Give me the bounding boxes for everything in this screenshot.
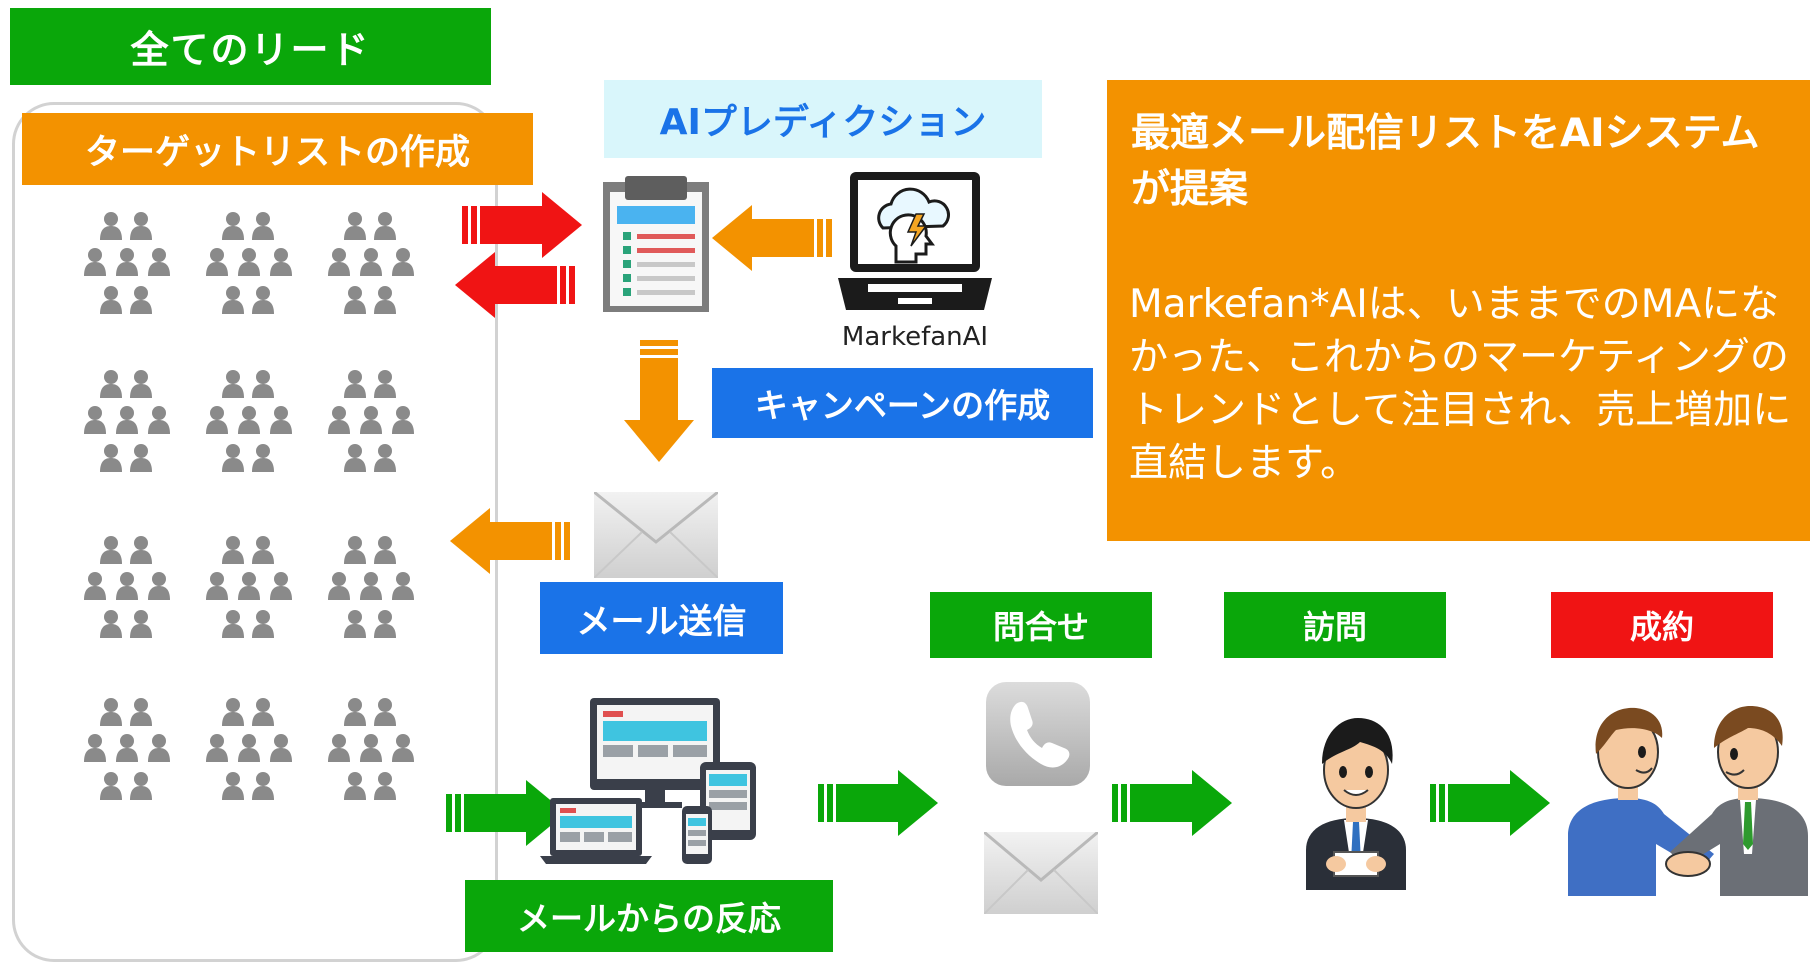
devices-icon (540, 698, 756, 864)
phone-icon (986, 682, 1090, 786)
contract-label: 成約 (1551, 592, 1773, 658)
people-group-icon (200, 210, 312, 322)
people-group-icon (200, 368, 312, 480)
people-group-icon (200, 696, 312, 808)
arrow-icon (1112, 770, 1232, 836)
people-group-icon (78, 210, 190, 322)
people-group-icon (78, 696, 190, 808)
businessman-icon (1306, 718, 1406, 890)
arrow-icon (1430, 770, 1550, 836)
arrow-icon (450, 508, 570, 574)
handshake-icon (1568, 706, 1808, 896)
arrow-icon (712, 205, 832, 271)
arrow-icon (624, 340, 694, 462)
people-group-icon (322, 534, 434, 646)
envelope-icon (984, 832, 1098, 914)
people-group-icon (78, 534, 190, 646)
panel-title: 最適メール配信リストをAIシステムが提案 (1131, 111, 1760, 212)
people-group-icon (322, 210, 434, 322)
info-panel: 最適メール配信リストをAIシステムが提案 Markefan*AIは、いままでのM… (1107, 80, 1810, 541)
ai-laptop-icon (838, 172, 992, 310)
inquiry-label: 問合せ (930, 592, 1152, 658)
visit-label: 訪問 (1224, 592, 1446, 658)
mail-send-label: メール送信 (540, 582, 783, 654)
people-group-icon (322, 696, 434, 808)
target-list-label: ターゲットリストの作成 (22, 113, 533, 185)
panel-body: Markefan*AIは、いままでのMAになかった、これからのマーケティングのト… (1129, 282, 1792, 486)
ai-prediction-label: AIプレディクション (604, 80, 1042, 158)
clipboard-list-icon (603, 176, 709, 312)
arrow-icon (818, 770, 938, 836)
envelope-icon (594, 492, 718, 578)
arrow-icon (446, 780, 566, 846)
all-leads-label: 全てのリード (10, 8, 491, 85)
markefan-ai-caption: MarkefanAI (841, 322, 989, 352)
mail-response-label: メールからの反応 (465, 880, 833, 952)
campaign-label: キャンペーンの作成 (712, 368, 1093, 438)
arrow-icon (462, 192, 582, 258)
people-group-icon (322, 368, 434, 480)
people-group-icon (200, 534, 312, 646)
arrow-icon (455, 252, 575, 318)
people-group-icon (78, 368, 190, 480)
